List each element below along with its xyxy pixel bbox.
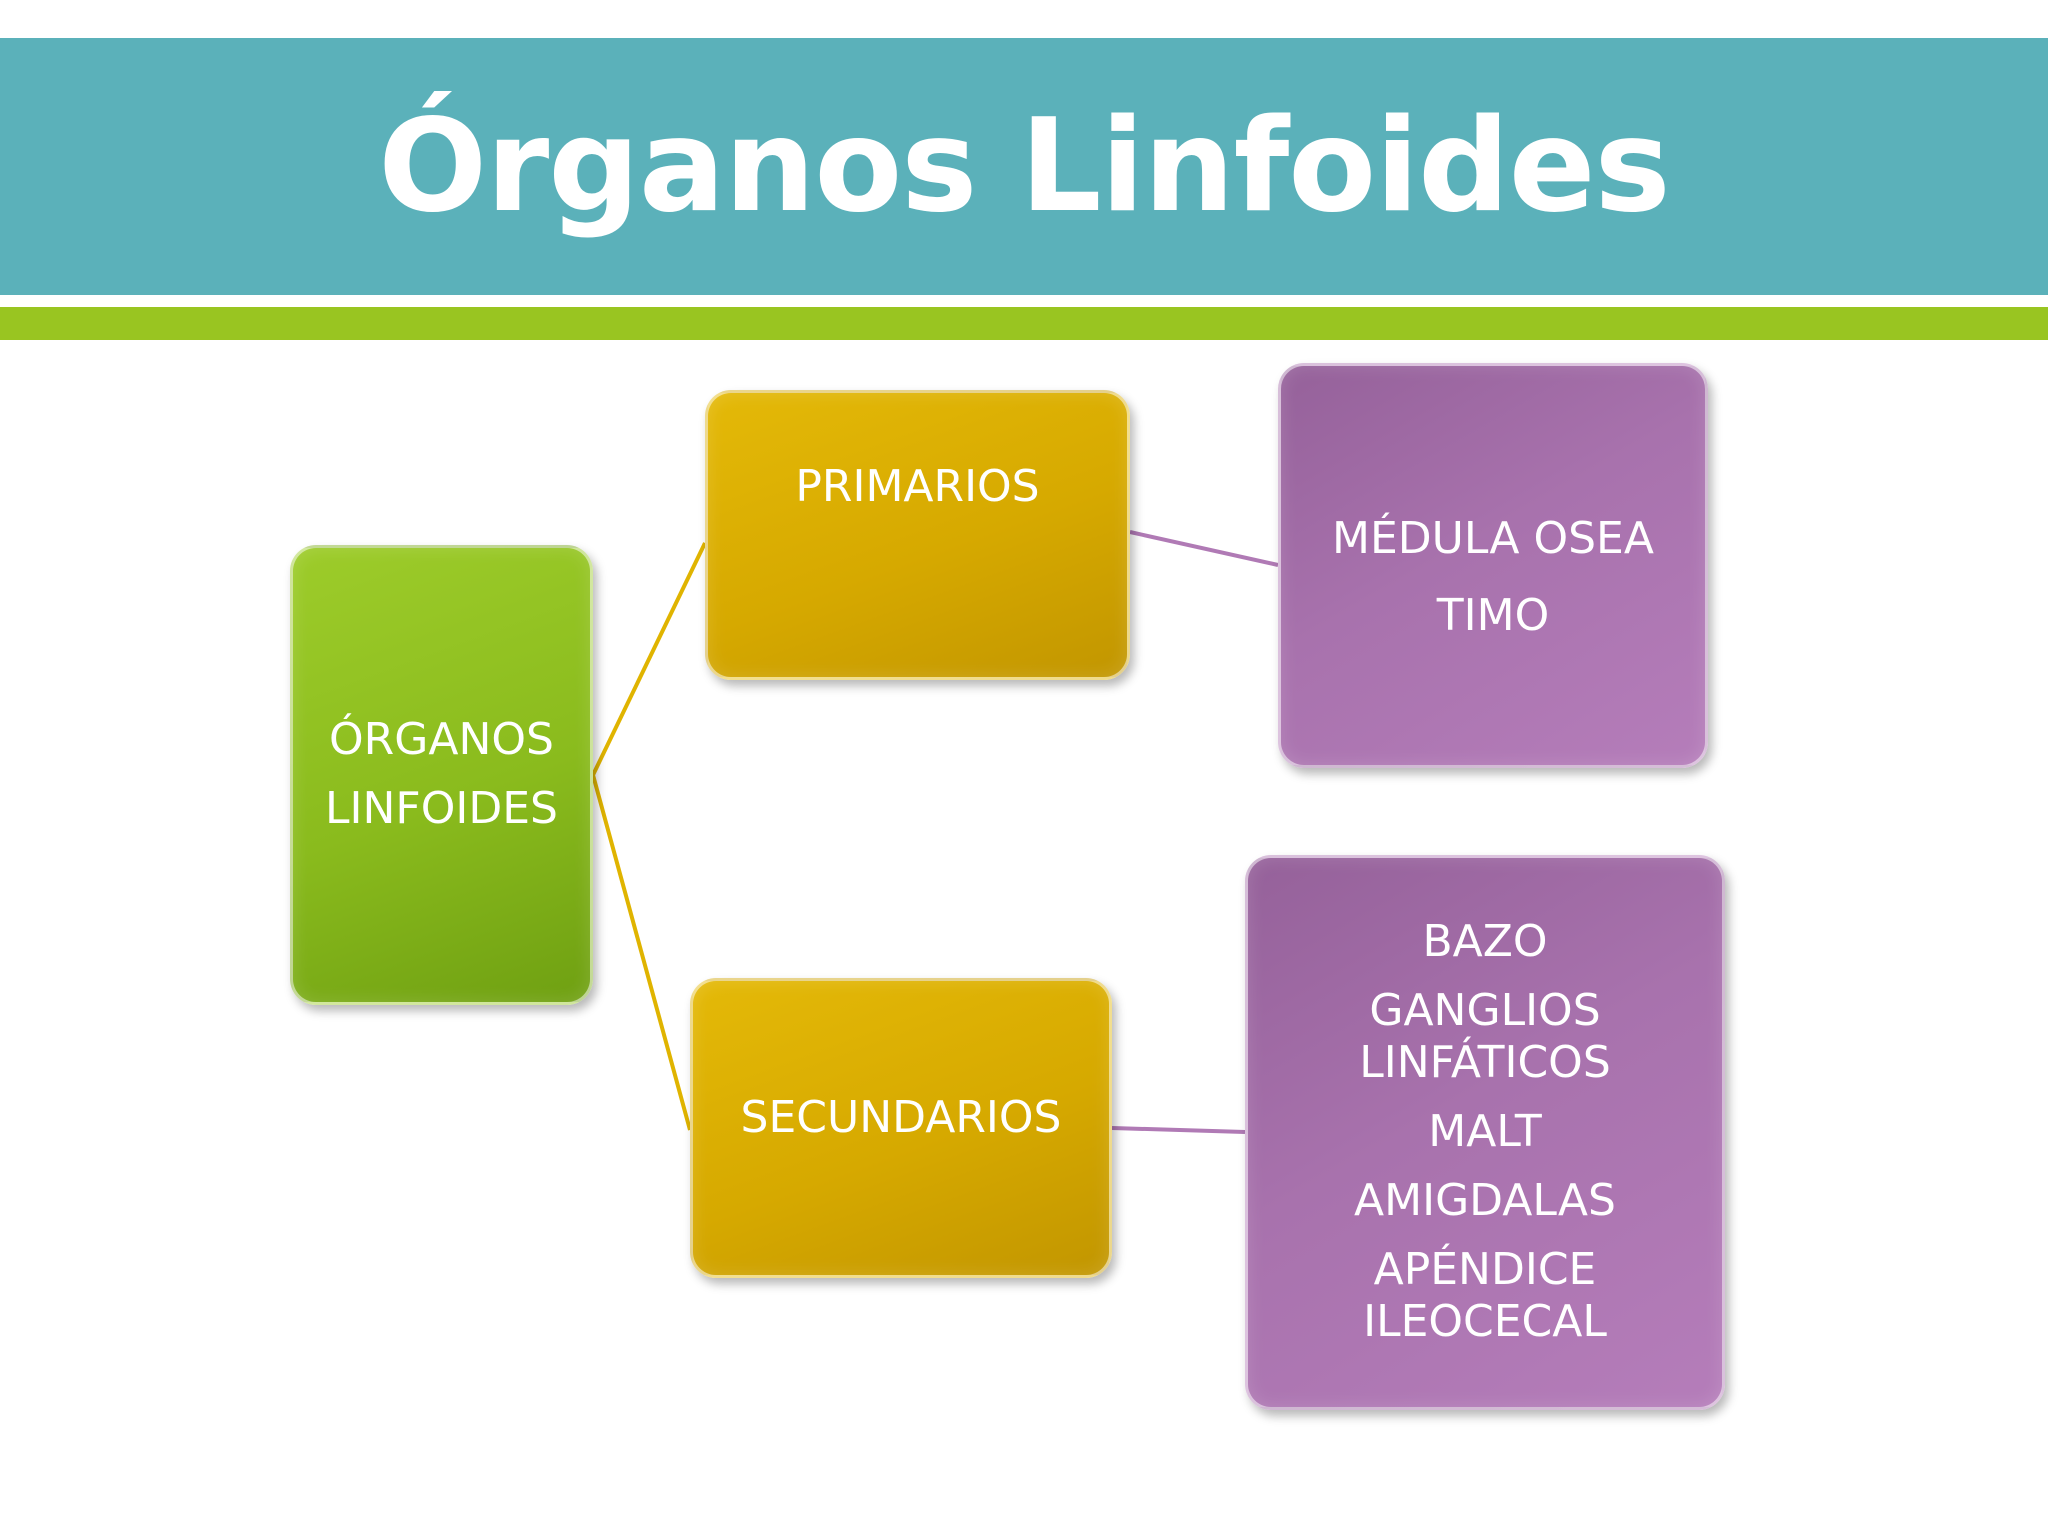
node-primarios-label: PRIMARIOS — [795, 461, 1040, 513]
node-primary-list: MÉDULA OSEA TIMO — [1278, 363, 1708, 768]
secondary-item-malt: MALT — [1428, 1106, 1542, 1158]
secondary-item-amigdalas: AMIGDALAS — [1354, 1174, 1616, 1226]
node-secondary-list: BAZO GANGLIOS LINFÁTICOS MALT AMIGDALAS … — [1245, 855, 1725, 1410]
slide-title: Órganos Linfoides — [378, 92, 1670, 241]
node-root-line-1: ÓRGANOS — [329, 714, 554, 766]
connector-secondary-list — [1111, 1126, 1246, 1134]
accent-bar — [0, 307, 2048, 340]
node-secundarios: SECUNDARIOS — [690, 978, 1112, 1278]
connector-root-primary — [591, 542, 707, 776]
title-band — [0, 38, 2048, 295]
node-organos-linfoides: ÓRGANOS LINFOIDES — [290, 545, 593, 1005]
primary-item-medula-osea: MÉDULA OSEA — [1332, 513, 1654, 564]
secondary-item-ganglios: GANGLIOS LINFÁTICOS — [1359, 984, 1611, 1089]
node-secundarios-label: SECUNDARIOS — [740, 1091, 1062, 1143]
connector-root-secondary — [591, 774, 692, 1131]
secondary-item-apendice: APÉNDICE ILEOCECAL — [1363, 1243, 1607, 1348]
node-root-line-2: LINFOIDES — [325, 783, 558, 834]
secondary-item-bazo: BAZO — [1422, 915, 1548, 967]
connector-primary-list — [1129, 530, 1279, 567]
primary-item-timo: TIMO — [1436, 589, 1550, 641]
node-primarios: PRIMARIOS — [705, 390, 1130, 680]
